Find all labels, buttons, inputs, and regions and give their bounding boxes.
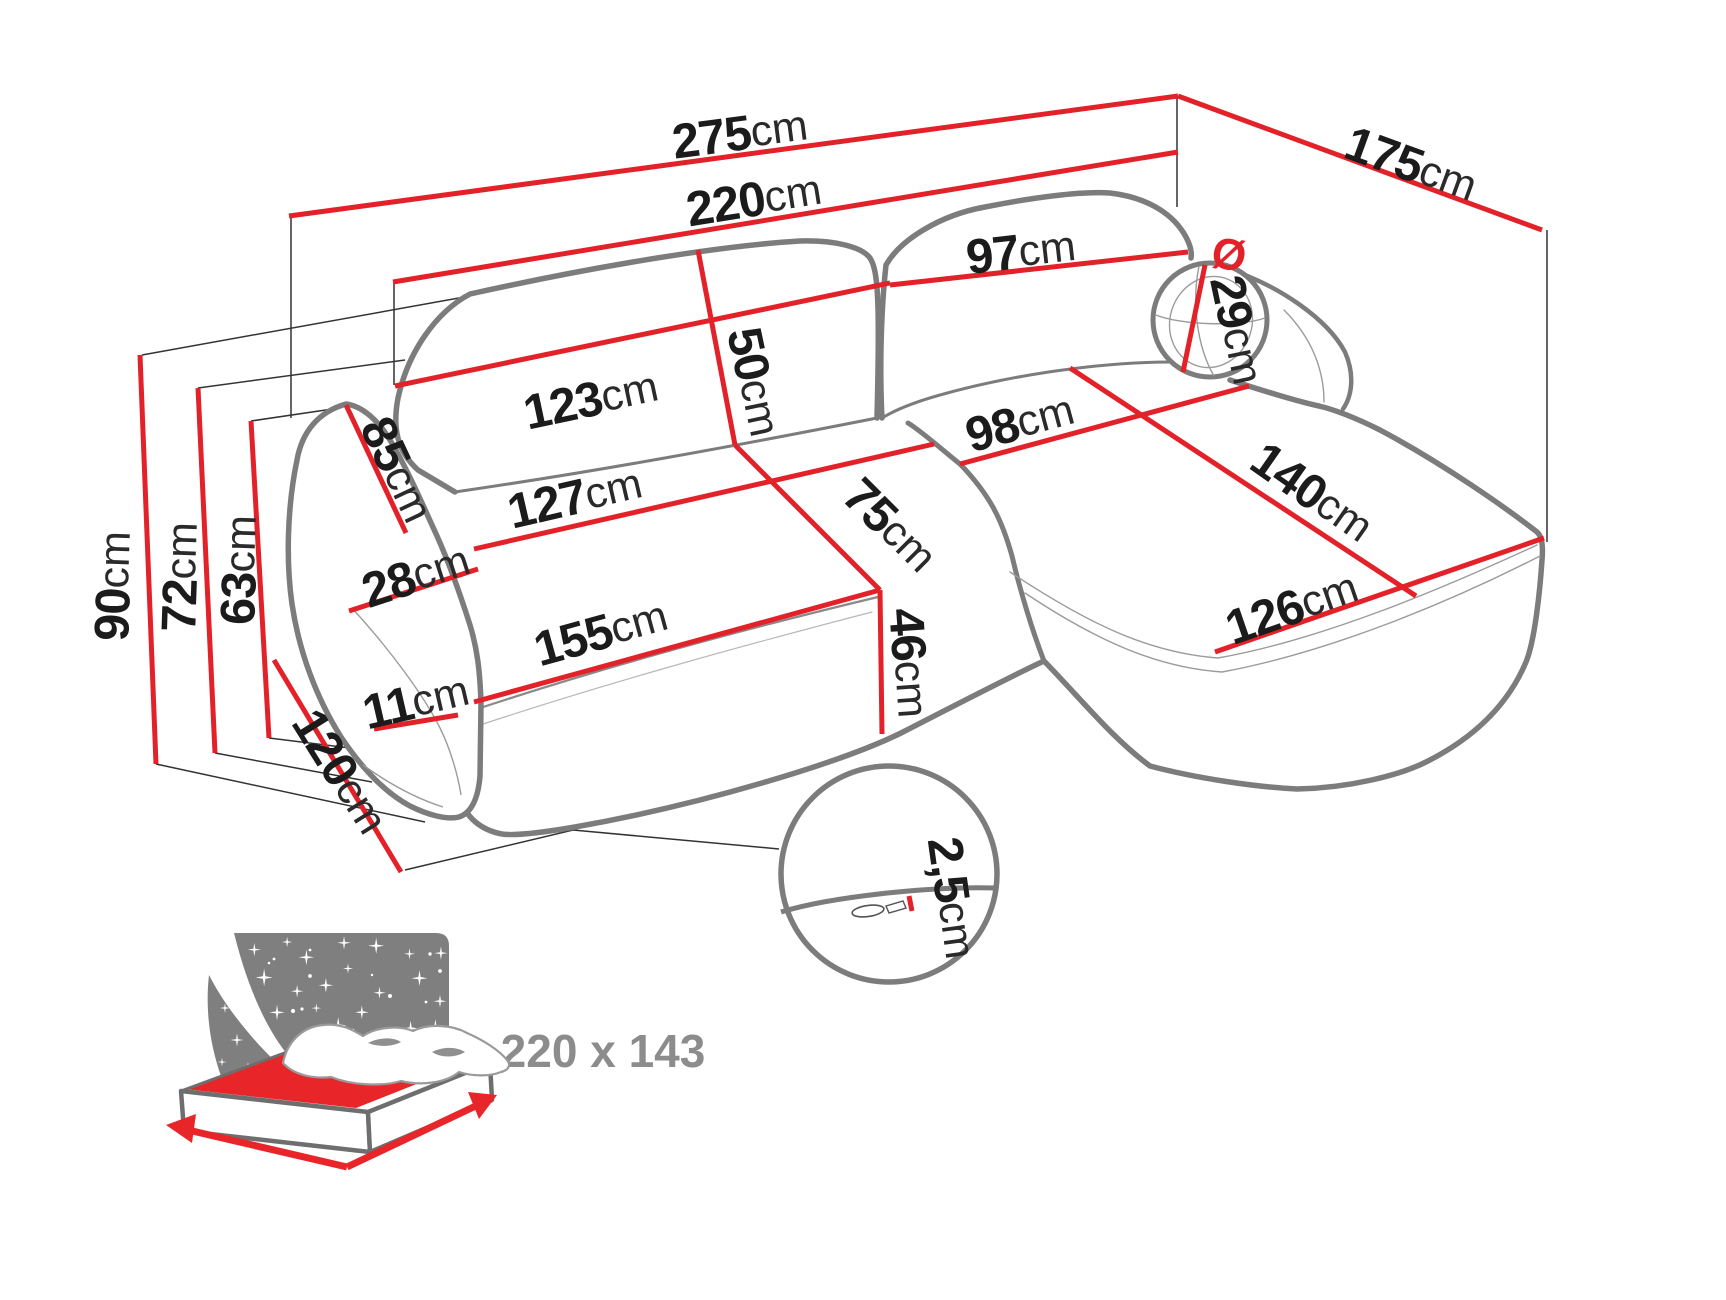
- svg-text:72cm: 72cm: [152, 521, 210, 633]
- svg-text:63cm: 63cm: [211, 514, 269, 626]
- svg-text:46cm: 46cm: [878, 606, 940, 719]
- svg-text:220 x 143: 220 x 143: [501, 1025, 706, 1077]
- svg-text:90cm: 90cm: [85, 530, 143, 642]
- svg-text:50cm: 50cm: [716, 323, 792, 442]
- svg-text:97cm: 97cm: [963, 219, 1078, 285]
